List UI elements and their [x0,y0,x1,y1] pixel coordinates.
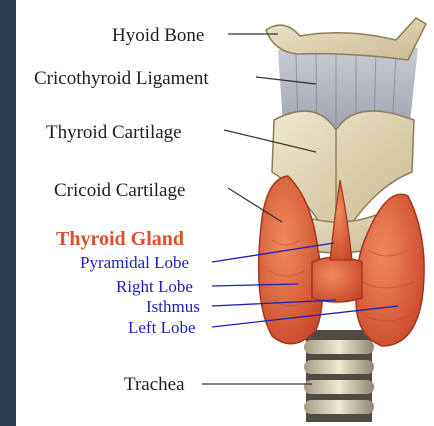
label-cricoid-cartilage: Cricoid Cartilage [54,181,185,200]
label-right-lobe: Right Lobe [116,278,193,295]
label-left-lobe: Left Lobe [128,319,196,336]
label-isthmus: Isthmus [146,298,200,315]
label-trachea: Trachea [124,375,185,394]
thyroid-gland-shape [259,176,424,346]
label-pyramidal-lobe: Pyramidal Lobe [80,254,189,271]
label-hyoid-bone: Hyoid Bone [112,26,204,45]
label-thyroid-cartilage: Thyroid Cartilage [46,123,182,142]
diagram-frame: Hyoid Bone Cricothyroid Ligament Thyroid… [16,0,434,426]
thyroid-anatomy-illustration [16,0,434,426]
label-thyroid-gland: Thyroid Gland [56,229,184,249]
label-cricothyroid-ligament: Cricothyroid Ligament [34,69,209,88]
trachea-shape [304,330,374,422]
